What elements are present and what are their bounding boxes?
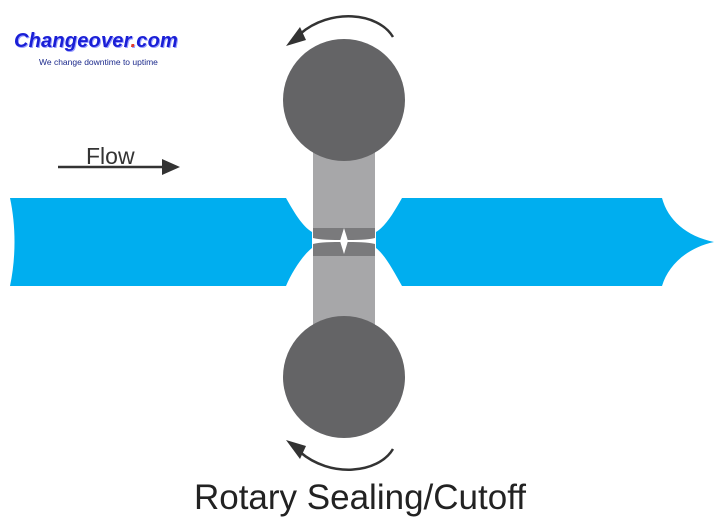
logo-name-main: Changeover	[14, 30, 131, 52]
logo-name-tld: com	[136, 30, 178, 52]
flow-label: Flow	[86, 143, 135, 169]
cut-point-icon	[340, 228, 348, 254]
web-strip-right	[376, 198, 714, 286]
web-strip-left	[10, 198, 312, 286]
changeover-logo: Changeover.com We change downtime to upt…	[14, 30, 214, 70]
lower-rotation-arrow-icon	[299, 448, 395, 471]
lower-rotation-arrowhead-icon	[286, 440, 306, 459]
logo-wordmark: Changeover.com	[14, 30, 178, 53]
upper-rotation-arrowhead-icon	[286, 27, 306, 46]
logo-tagline: We change downtime to uptime	[39, 57, 158, 67]
flow-arrow-icon	[162, 159, 180, 175]
lower-roller	[283, 316, 405, 438]
upper-rotation-arrow-icon	[299, 15, 395, 38]
diagram-caption: Rotary Sealing/Cutoff	[193, 478, 527, 517]
upper-roller	[283, 39, 405, 161]
logo-name-dot: .	[130, 30, 137, 52]
